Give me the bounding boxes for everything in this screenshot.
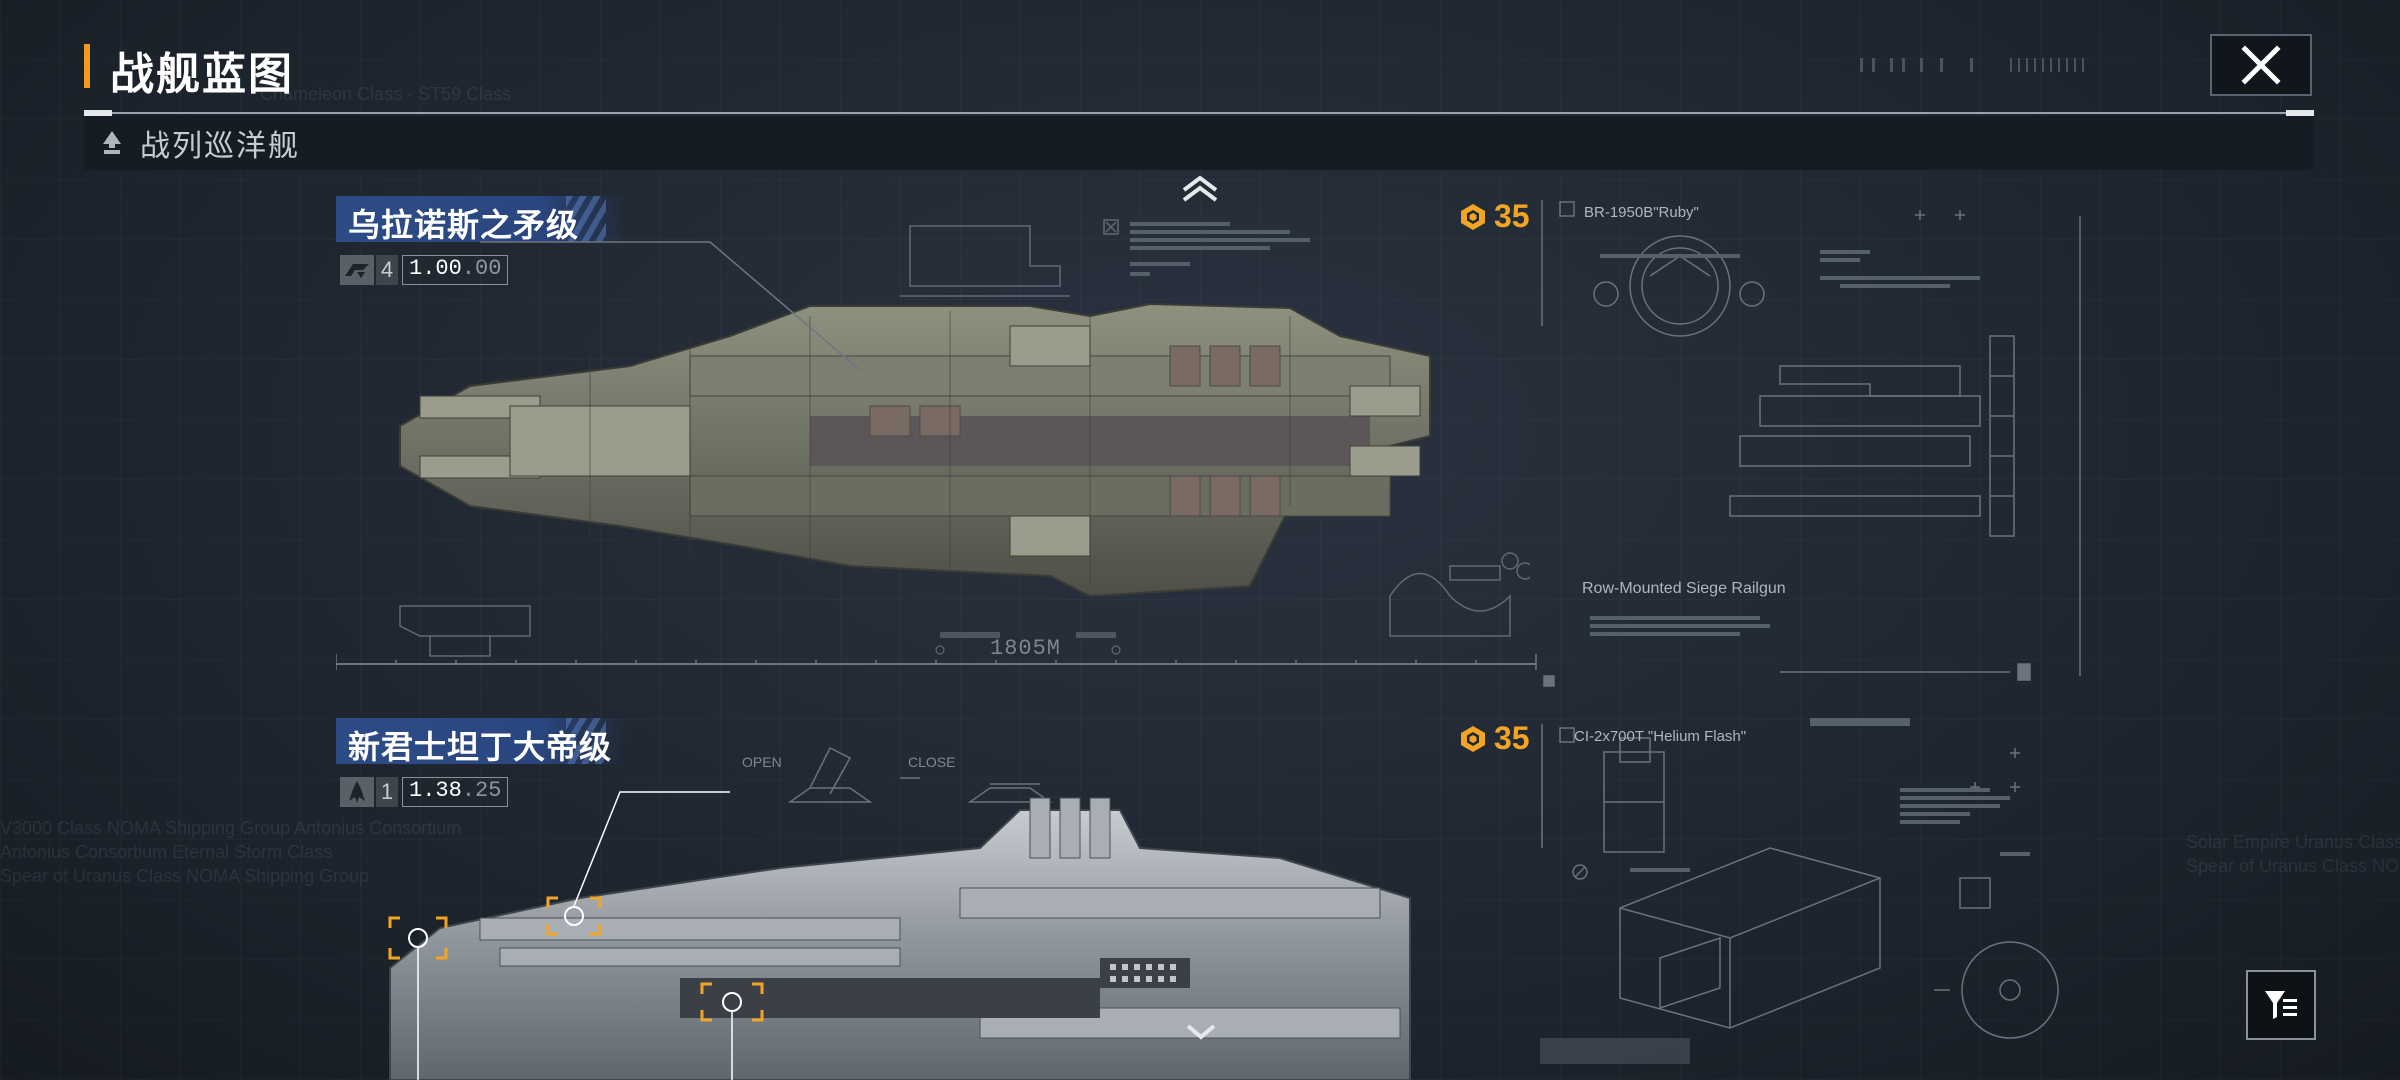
rating-main: 1.38 [409, 778, 462, 803]
background-text: Spear of Uranus Class NOMA Shipping Grou… [0, 866, 370, 886]
filter-button[interactable] [2246, 970, 2316, 1040]
rating-decimal: .25 [461, 778, 502, 803]
decorative-ticks [1860, 58, 2084, 72]
ship-stats: 1 1.38 .25 [340, 776, 509, 808]
hatch-diagram [787, 746, 1053, 803]
page-title: 战舰蓝图 [110, 50, 294, 99]
chevron-down-icon [1186, 1024, 1216, 1040]
ship-name-banner [336, 718, 626, 764]
ship-cost: 35 [1458, 198, 1530, 235]
ship-tier: 1 [376, 777, 398, 807]
ship-name: 乌拉诺斯之矛级 [348, 207, 580, 243]
resource-cube-icon [1461, 725, 1485, 752]
background-text: Solar Empire Uranus Class [2186, 832, 2400, 852]
weapon-name: BR-1950B"Ruby" [1584, 204, 1699, 221]
chevron-up-icon [1182, 175, 1218, 202]
category-bar[interactable]: 战列巡洋舰 [84, 116, 2314, 170]
background-text: Chameleon Class · ST59 Class [260, 84, 512, 104]
close-label: CLOSE [908, 754, 956, 770]
weapon-name: CI-2x700T "Helium Flash" [1574, 728, 1747, 745]
blueprint-decorations [399, 219, 1530, 657]
weapon-schematic [1540, 718, 2059, 1064]
callout-line [480, 241, 861, 371]
resource-cube-icon [1461, 203, 1485, 230]
scroll-down-button[interactable] [1184, 1020, 1218, 1047]
open-label: OPEN [742, 754, 782, 770]
ship-name-banner [336, 196, 626, 242]
background-text: V3000 Class NOMA Shipping Group Antonius… [0, 818, 462, 838]
ship-illustration [388, 791, 1411, 1080]
ship-length: 1805M [990, 636, 1062, 661]
ship-tier: 4 [376, 255, 398, 285]
ship-card[interactable]: 新君士坦丁大帝级 1 1.38 .25 35 OPEN CLOSE [330, 718, 2100, 1080]
rating-main: 1.00 [409, 256, 462, 281]
close-button[interactable] [2210, 34, 2312, 96]
ship-name: 新君士坦丁大帝级 [348, 729, 613, 765]
ship-card[interactable]: 乌拉诺斯之矛级 4 1.00 .00 35 [330, 196, 2100, 696]
ship-type-icon [340, 255, 374, 285]
ship-illustration [399, 302, 1431, 598]
scroll-up-button[interactable] [1180, 175, 1220, 207]
ship-class-icon [98, 129, 126, 157]
length-ruler [336, 632, 1537, 670]
ship-rating: 1.38 .25 [402, 777, 509, 807]
title-accent [84, 44, 90, 88]
category-label: 战列巡洋舰 [140, 130, 300, 163]
cost-value: 35 [1494, 720, 1530, 756]
divider-mark [84, 110, 112, 116]
divider-mark [2286, 110, 2314, 116]
close-icon [2241, 45, 2281, 85]
background-text: Antonius Consortium Eternal Storm Class [0, 842, 333, 862]
module-name: Row-Mounted Siege Railgun [1582, 580, 1786, 597]
header-divider [84, 112, 2314, 114]
cost-value: 35 [1494, 198, 1530, 234]
rating-decimal: .00 [461, 256, 502, 281]
ship-stats: 4 1.00 .00 [340, 254, 509, 286]
ship-cost: 35 [1458, 720, 1530, 757]
background-text: Spear of Uranus Class NOMA [2186, 856, 2400, 876]
ship-rating: 1.00 .00 [402, 255, 509, 285]
weapon-schematic [1541, 200, 2081, 687]
filter-icon [2265, 991, 2297, 1019]
ship-type-icon [340, 777, 374, 807]
